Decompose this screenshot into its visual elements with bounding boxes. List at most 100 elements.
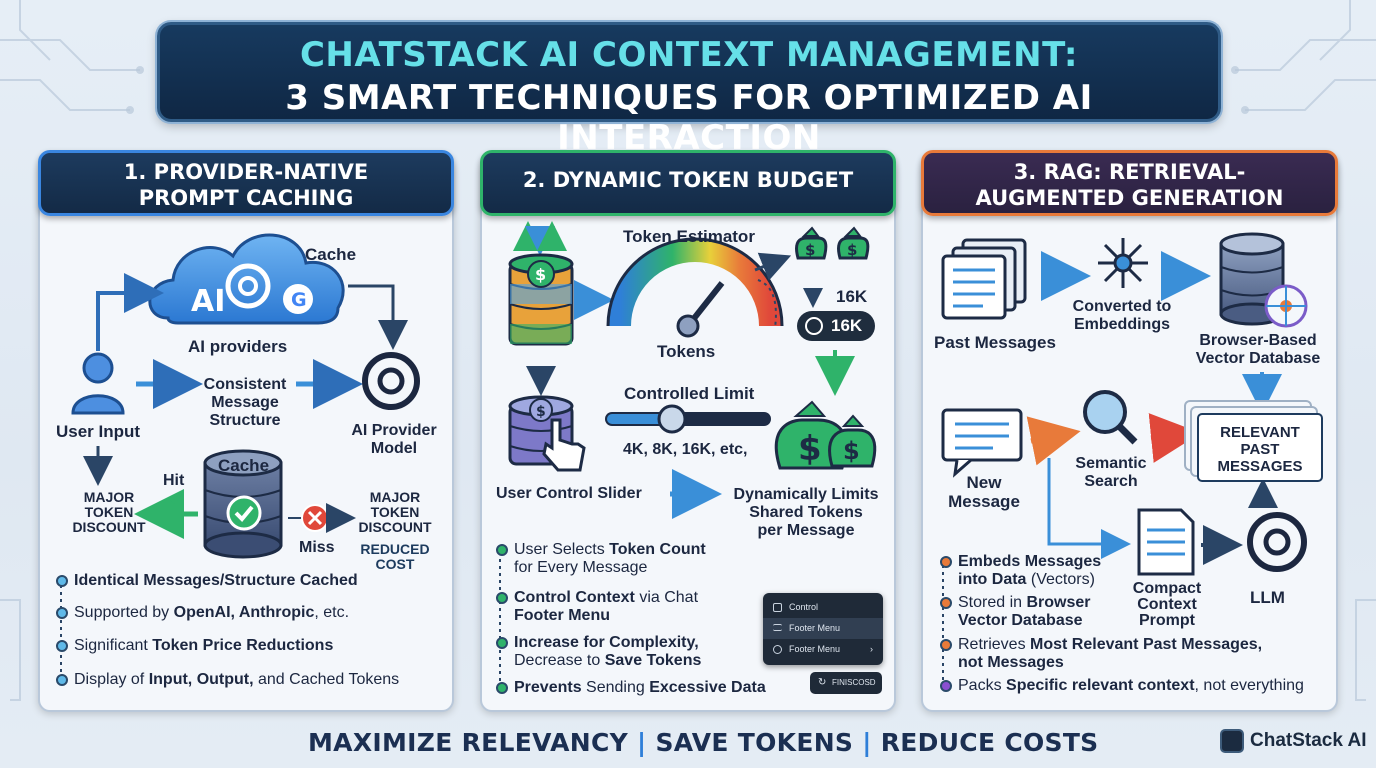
panel-3-header-line-2: AUGMENTED GENERATION (975, 186, 1284, 210)
svg-text:$: $ (535, 265, 546, 284)
hand-pointer-icon (542, 418, 586, 472)
ai-providers-label: AI providers (188, 337, 288, 356)
money-bags-large-icon: $ $ (774, 400, 877, 470)
panel-3-header-line-1: 3. RAG: RETRIEVAL- (1013, 160, 1246, 184)
llm-icon (1247, 512, 1307, 572)
panel-2-header: 2. DYNAMIC TOKEN BUDGET (480, 150, 896, 216)
panel-3-header: 3. RAG: RETRIEVAL- AUGMENTED GENERATION (921, 150, 1338, 216)
check-icon (226, 495, 262, 531)
openai-small-icon (805, 317, 823, 335)
panel-1-header: 1. PROVIDER-NATIVE PROMPT CACHING (38, 150, 454, 216)
updown-arrows-icon (513, 221, 567, 256)
search-icon (1083, 390, 1138, 445)
arrow-cloud-to-model (348, 284, 408, 350)
user-icon (71, 352, 125, 415)
brand: ChatStack AI (1220, 729, 1367, 753)
panel-1-header-line-1: 1. PROVIDER-NATIVE (123, 160, 369, 184)
coin-stack-icon: $ (508, 253, 574, 346)
menu-item-footer-menu-2[interactable]: Footer Menu› (763, 639, 883, 660)
panel-3-bullet-3: Retrieves Most Relevant Past Messages,no… (940, 636, 1262, 672)
cache-label: Cache (305, 245, 357, 264)
panel-1-bullet-2: Supported by OpenAI, Anthropic, etc. (56, 604, 349, 622)
panel-2-bullet-3: Increase for Complexity,Decrease to Save… (496, 634, 701, 670)
footer-tagline: MAXIMIZE RELEVANCY | SAVE TOKENS | REDUC… (308, 728, 1099, 757)
panel-prompt-caching: 1. PROVIDER-NATIVE PROMPT CACHING (38, 150, 454, 712)
svg-text:$: $ (805, 241, 815, 259)
limit-16k-label: 16K (836, 287, 868, 306)
embeddings-icon (1098, 238, 1148, 288)
chatstack-logo-icon (1220, 729, 1244, 753)
refresh-icon: ↻ (818, 677, 827, 688)
panel-3-diagram (941, 232, 1308, 683)
menu-item-control[interactable]: Control (763, 597, 883, 618)
slider-control (605, 404, 771, 434)
svg-text:$: $ (798, 429, 822, 469)
user-control-slider-label: User Control Slider (496, 485, 642, 502)
network-globe-icon (1264, 284, 1308, 328)
title-line-2: 3 SMART TECHNIQUES FOR OPTIMIZED AI INTE… (285, 78, 1093, 158)
slider-values-label: 4K, 8K, 16K, etc, (623, 441, 748, 458)
tokens-label: Tokens (657, 342, 716, 361)
chat-icon (773, 603, 782, 612)
cloud-badge-text: AI (191, 284, 225, 319)
panel-1-diagram: AI G (60, 233, 420, 678)
hit-label: Hit (163, 472, 185, 489)
footer-menu-popup: Control Footer Menu Footer Menu› (763, 593, 883, 665)
panel-1-header-line-2: PROMPT CACHING (138, 186, 354, 210)
past-messages-label: Past Messages (934, 333, 1056, 352)
ai-model-icon (362, 352, 420, 410)
menu-icon (773, 624, 782, 631)
hit-check-icon (168, 493, 183, 505)
cache-database-icon (203, 449, 283, 559)
user-input-label: User Input (56, 422, 141, 441)
arrow-input-to-cloud (96, 273, 164, 351)
gauge-icon (606, 237, 784, 338)
money-bag-icon: $ (837, 226, 870, 260)
panel-2-diagram: $ $ $ $ $ $ (499, 221, 877, 683)
info-icon (773, 645, 782, 654)
past-messages-icon (941, 238, 1027, 320)
model-select-chip[interactable]: ↻FINISCOSD (810, 672, 882, 694)
brand-name: ChatStack AI (1250, 730, 1367, 751)
panel-1-bullet-3: Significant Token Price Reductions (56, 637, 333, 655)
panel-1-bullet-4: Display of Input, Output, and Cached Tok… (56, 671, 399, 689)
token-estimator-label: Token Estimator (623, 227, 755, 246)
menu-item-footer-menu[interactable]: Footer Menu (763, 618, 883, 639)
slider-knob (657, 404, 687, 434)
svg-text:G: G (291, 289, 307, 311)
svg-text:$: $ (843, 437, 860, 465)
openai-icon (225, 263, 271, 309)
money-bag-icon: $ (795, 226, 828, 260)
miss-x-icon (301, 504, 329, 532)
panel-1-bullet-1: Identical Messages/Structure Cached (56, 572, 358, 590)
cache-db-label: Cache (218, 456, 270, 475)
controlled-limit-label: Controlled Limit (624, 384, 755, 403)
panel-3-bullet-4: Packs Specific relevant context, not eve… (940, 677, 1304, 695)
miss-label: Miss (299, 539, 335, 556)
svg-text:$: $ (847, 241, 857, 259)
title-line-1: CHATSTACK AI CONTEXT MANAGEMENT: (299, 35, 1079, 75)
llm-label: LLM (1250, 588, 1285, 607)
model-16k-chip: 16K (797, 311, 875, 341)
compact-prompt-icon (1137, 508, 1195, 576)
vector-database-icon (1219, 232, 1285, 326)
panel-2-bullet-4: Prevents Sending Excessive Data (496, 679, 766, 697)
google-icon: G (283, 284, 313, 314)
